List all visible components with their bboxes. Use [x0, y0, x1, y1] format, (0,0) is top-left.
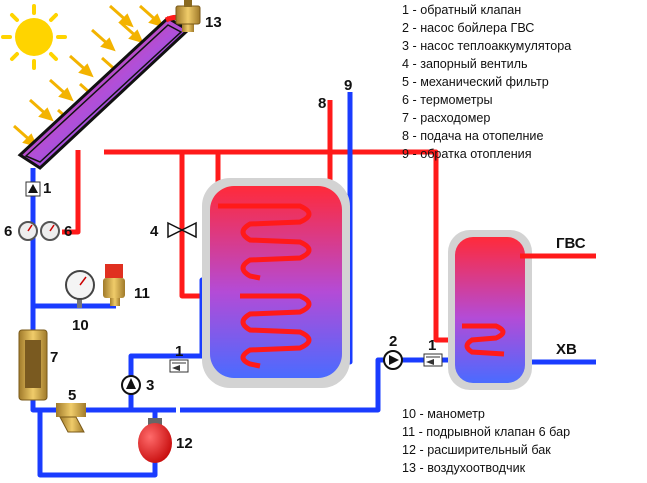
check-valve-accumulator-icon [169, 359, 189, 373]
legend-item: 1 - обратный клапан [402, 3, 522, 17]
label-6-left: 6 [4, 223, 12, 240]
legend-item: 2 - насос бойлера ГВС [402, 21, 535, 35]
legend-item: 5 - механический фильтр [402, 75, 549, 89]
legend-item: 12 - расширительный бак [402, 443, 551, 457]
label-5: 5 [68, 387, 76, 404]
legend-top: 1 - обратный клапан 2 - насос бойлера ГВ… [402, 1, 571, 163]
label-cold-water: ХВ [556, 341, 577, 358]
expansion-tank-icon [138, 418, 172, 463]
legend-bottom: 10 - манометр 11 - подрывной клапан 6 ба… [402, 405, 570, 477]
legend-item: 6 - термометры [402, 93, 493, 107]
label-4: 4 [150, 223, 159, 240]
shutoff-valve-icon [167, 221, 197, 239]
label-2: 2 [389, 333, 397, 350]
filter-icon [56, 403, 86, 433]
thermometer-left-icon [18, 221, 38, 241]
safety-valve-icon [103, 264, 125, 306]
label-3: 3 [146, 377, 154, 394]
label-10: 10 [72, 317, 89, 334]
legend-item: 4 - запорный вентиль [402, 57, 528, 71]
pump-dhw-icon [383, 350, 403, 370]
label-8: 8 [318, 95, 326, 112]
flowmeter-icon [18, 329, 48, 401]
pump-accumulator-icon [121, 375, 141, 395]
heat-accumulator-tank [202, 178, 350, 388]
manometer-icon [65, 270, 95, 308]
legend-item: 7 - расходомер [402, 111, 491, 125]
legend-item: 13 - воздухоотводчик [402, 461, 526, 475]
label-dhw-out: ГВС [556, 235, 586, 252]
check-valve-dhw-icon [423, 353, 443, 367]
legend-item: 8 - подача на отопелние [402, 129, 544, 143]
sun-icon [1, 4, 67, 70]
label-9: 9 [344, 77, 352, 94]
label-7: 7 [50, 349, 58, 366]
legend-item: 10 - манометр [402, 407, 485, 421]
air-vent-icon [175, 0, 201, 32]
legend-item: 3 - насос теплоаккумулятора [402, 39, 572, 53]
label-1-accumulator: 1 [175, 343, 183, 360]
dhw-boiler-tank [448, 230, 596, 390]
label-12: 12 [176, 435, 193, 452]
label-1-top: 1 [43, 180, 51, 197]
label-11: 11 [134, 285, 150, 302]
check-valve-top-icon [25, 181, 41, 197]
solar-collector [17, 14, 191, 170]
legend-item: 9 - обратка отопления [402, 147, 532, 161]
thermometer-right-icon [40, 221, 60, 241]
label-13: 13 [205, 14, 222, 31]
label-6-right: 6 [64, 223, 72, 240]
label-1-dhw: 1 [428, 337, 436, 354]
legend-item: 11 - подрывной клапан 6 бар [402, 425, 571, 439]
